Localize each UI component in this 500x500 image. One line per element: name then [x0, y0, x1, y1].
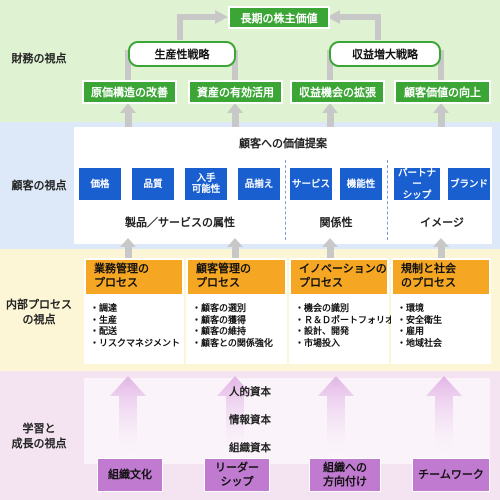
group-divider — [387, 160, 388, 240]
group-divider — [285, 160, 286, 240]
long-term-shareholder-value-box: 長期の株主価値 — [228, 6, 330, 29]
group-image: イメージ — [420, 216, 464, 229]
customer-value-box: 顧客価値の向上 — [394, 80, 491, 104]
teamwork-box: チームワーク — [412, 458, 490, 492]
information-capital-label: 情報資本 — [229, 414, 271, 426]
group-product-service-attributes: 製品／サービスの属性 — [125, 216, 235, 229]
innovation-process-header: イノベーションのプロセス — [289, 258, 389, 296]
group-relationship: 関係性 — [319, 216, 353, 229]
customer-management-process-list: ・顧客の選別・顧客の獲得・顧客の維持・顧客との関係強化 — [186, 296, 287, 364]
productivity-strategy-box: 生産性戦略 — [128, 41, 236, 67]
attribute-quality-box: 品質 — [131, 167, 175, 201]
operations-management-process-list: ・調達・生産・配送・リスクマネジメント — [84, 296, 184, 364]
regulatory-social-process-list: ・環境・安全衛生・雇用・地域社会 — [391, 296, 491, 364]
attribute-selection-box: 品揃え — [237, 167, 281, 201]
attribute-service-box: サービス — [289, 167, 333, 201]
learning-growth-label: 学習と 成長の視点 — [11, 422, 67, 450]
value-proposition-header: 顧客への価値提案 — [239, 137, 327, 150]
financial-perspective-label: 財務の視点 — [11, 52, 67, 65]
attribute-brand-box: ブランド — [447, 167, 491, 201]
alignment-box: 組織への方向付け — [309, 458, 381, 492]
customer-management-process-header: 顧客管理のプロセス — [186, 258, 287, 296]
organization-capital-label: 組織資本 — [229, 442, 271, 454]
attribute-availability-box: 入手可能性 — [184, 167, 228, 201]
attribute-functionality-box: 機能性 — [339, 167, 383, 201]
revenue-growth-strategy-box: 収益増大戦略 — [329, 41, 441, 67]
asset-utilization-box: 資産の有効活用 — [188, 80, 283, 104]
operations-management-process-header: 業務管理のプロセス — [84, 258, 184, 296]
internal-process-label: 内部プロセス の視点 — [6, 298, 72, 326]
revenue-opportunity-box: 収益機会の拡張 — [290, 80, 385, 104]
regulatory-social-process-header: 規制と社会のプロセス — [391, 258, 491, 296]
culture-box: 組織文化 — [97, 458, 163, 492]
customer-perspective-label: 顧客の視点 — [11, 179, 67, 192]
innovation-process-list: ・機会の識別・Ｒ＆Ｄポートフォリオ・設計、開発・市場投入 — [289, 296, 394, 364]
cost-structure-improvement-box: 原価構造の改善 — [82, 80, 177, 104]
leadership-box: リーダーシップ — [204, 458, 270, 492]
attribute-price-box: 価格 — [78, 167, 122, 201]
attribute-partnership-box: パートナーシップ — [393, 167, 441, 201]
human-capital-label: 人的資本 — [229, 386, 271, 398]
